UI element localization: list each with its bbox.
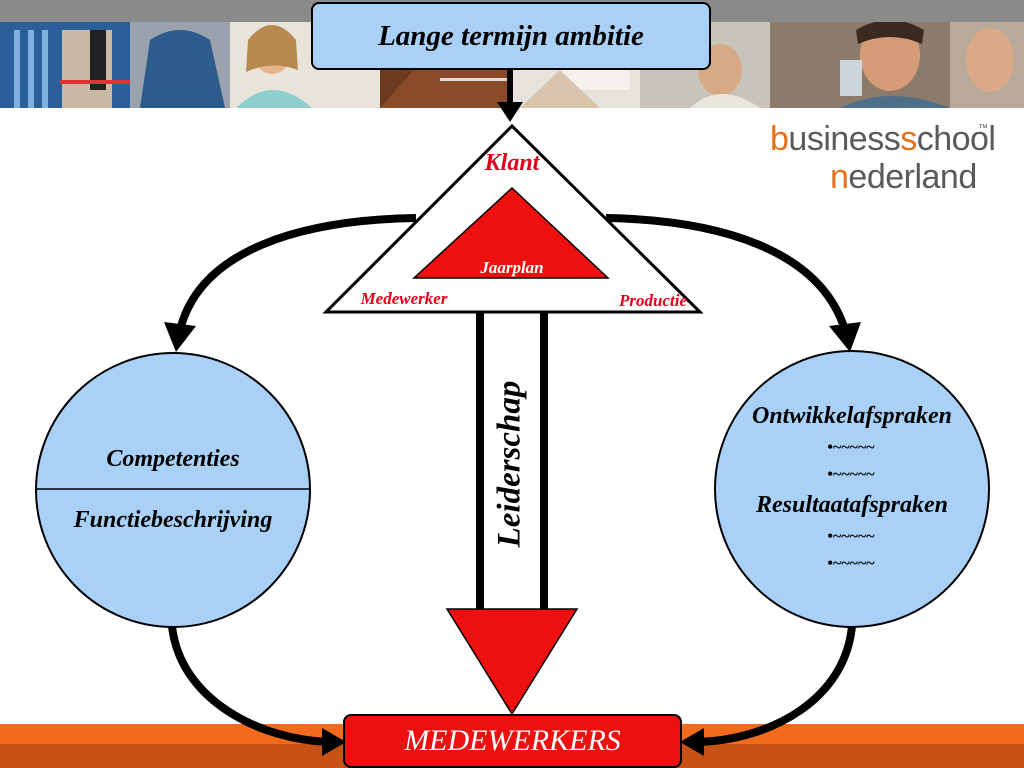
triangle-top-label: Klant xyxy=(484,150,540,176)
leiderschap-arrowhead xyxy=(445,608,579,716)
leiderschap-shaft-right xyxy=(540,312,548,610)
leiderschap-label: Leiderschap xyxy=(491,380,528,548)
title-to-triangle-arrowhead xyxy=(497,102,523,122)
ambition-title-box: Lange termijn ambitie xyxy=(311,2,711,70)
competenties-circle xyxy=(35,352,311,628)
triangle-right-label: Productie xyxy=(619,291,687,310)
logo-trademark: ™ xyxy=(978,123,988,134)
medewerkers-right-arrowhead xyxy=(680,728,704,756)
curve-arrow-to-right-circle xyxy=(605,214,849,332)
resultaatafspraken-bullet-1: •~~~~~ xyxy=(827,528,875,545)
jaarplan-triangle xyxy=(412,186,610,279)
ontwikkelafspraken-bullet-1: •~~~~~ xyxy=(827,439,875,456)
resultaatafspraken-heading: Resultaatafspraken xyxy=(755,492,949,518)
ontwikkelafspraken-bullet-2: •~~~~~ xyxy=(827,466,875,483)
afspraken-circle xyxy=(714,350,990,628)
curve-arrow-right-to-medewerkers xyxy=(697,625,856,746)
curve-arrow-left-to-medewerkers xyxy=(168,625,331,746)
left-circle-arrowhead xyxy=(164,322,196,352)
jaarplan-label: Jaarplan xyxy=(480,258,544,277)
triangle-left-label: Medewerker xyxy=(360,289,448,308)
logo-text-ederland: ederland xyxy=(848,158,977,196)
right-circle-arrowhead xyxy=(829,322,861,352)
medewerkers-box: MEDEWERKERS xyxy=(343,714,682,768)
medewerkers-label: MEDEWERKERS xyxy=(404,724,621,757)
logo-initial-s: s xyxy=(900,120,917,158)
resultaatafspraken-bullet-2: •~~~~~ xyxy=(827,555,875,572)
medewerkers-left-arrowhead xyxy=(322,728,346,756)
leiderschap-shaft-left xyxy=(476,312,484,610)
curve-arrow-to-left-circle xyxy=(176,214,417,331)
competenties-label: Competenties xyxy=(106,446,240,472)
ambition-title: Lange termijn ambitie xyxy=(378,19,644,52)
logo-initial-b: b xyxy=(770,120,789,158)
logo-line-2: nederland xyxy=(830,160,977,194)
logo-text-chool: chool xyxy=(916,120,996,158)
logo-initial-n: n xyxy=(830,158,849,196)
functiebeschrijving-label: Functiebeschrijving xyxy=(73,507,273,533)
ontwikkelafspraken-heading: Ontwikkelafspraken xyxy=(751,403,952,429)
logo-text-usiness: usiness xyxy=(788,120,901,158)
logo-line-1: businessschool xyxy=(770,120,996,158)
